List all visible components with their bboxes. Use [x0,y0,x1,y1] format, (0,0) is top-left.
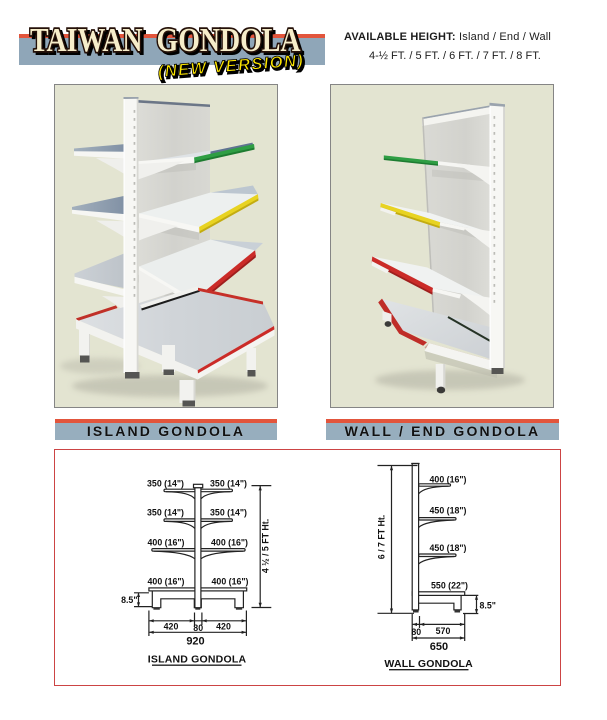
svg-text:400 (16"): 400 (16") [212,576,249,586]
svg-text:ISLAND GONDOLA: ISLAND GONDOLA [148,654,247,666]
svg-text:80: 80 [193,623,203,633]
svg-text:450 (18"): 450 (18") [430,543,467,553]
svg-text:350 (14"): 350 (14") [147,478,184,488]
svg-text:400 (16"): 400 (16") [430,475,467,485]
svg-text:400 (16"): 400 (16") [148,538,185,548]
svg-text:400 (16"): 400 (16") [148,576,185,586]
svg-text:WALL GONDOLA: WALL GONDOLA [384,658,473,670]
svg-text:6 / 7 FT Ht.: 6 / 7 FT Ht. [376,515,386,559]
svg-text:350 (14"): 350 (14") [210,508,247,518]
svg-text:420: 420 [164,622,179,632]
svg-text:420: 420 [216,622,231,632]
svg-text:4 ½ / 5 FT Ht.: 4 ½ / 5 FT Ht. [260,519,270,573]
svg-text:400 (16"): 400 (16") [211,538,248,548]
svg-text:80: 80 [411,627,421,637]
svg-text:450 (18"): 450 (18") [430,506,467,516]
svg-text:650: 650 [430,641,448,653]
svg-text:8.5": 8.5" [480,601,496,611]
svg-text:920: 920 [186,636,204,648]
svg-text:570: 570 [436,626,451,636]
svg-text:350 (14"): 350 (14") [147,508,184,518]
svg-text:550 (22"): 550 (22") [431,581,468,591]
svg-text:350 (14"): 350 (14") [210,478,247,488]
svg-text:8.5": 8.5" [121,595,137,605]
